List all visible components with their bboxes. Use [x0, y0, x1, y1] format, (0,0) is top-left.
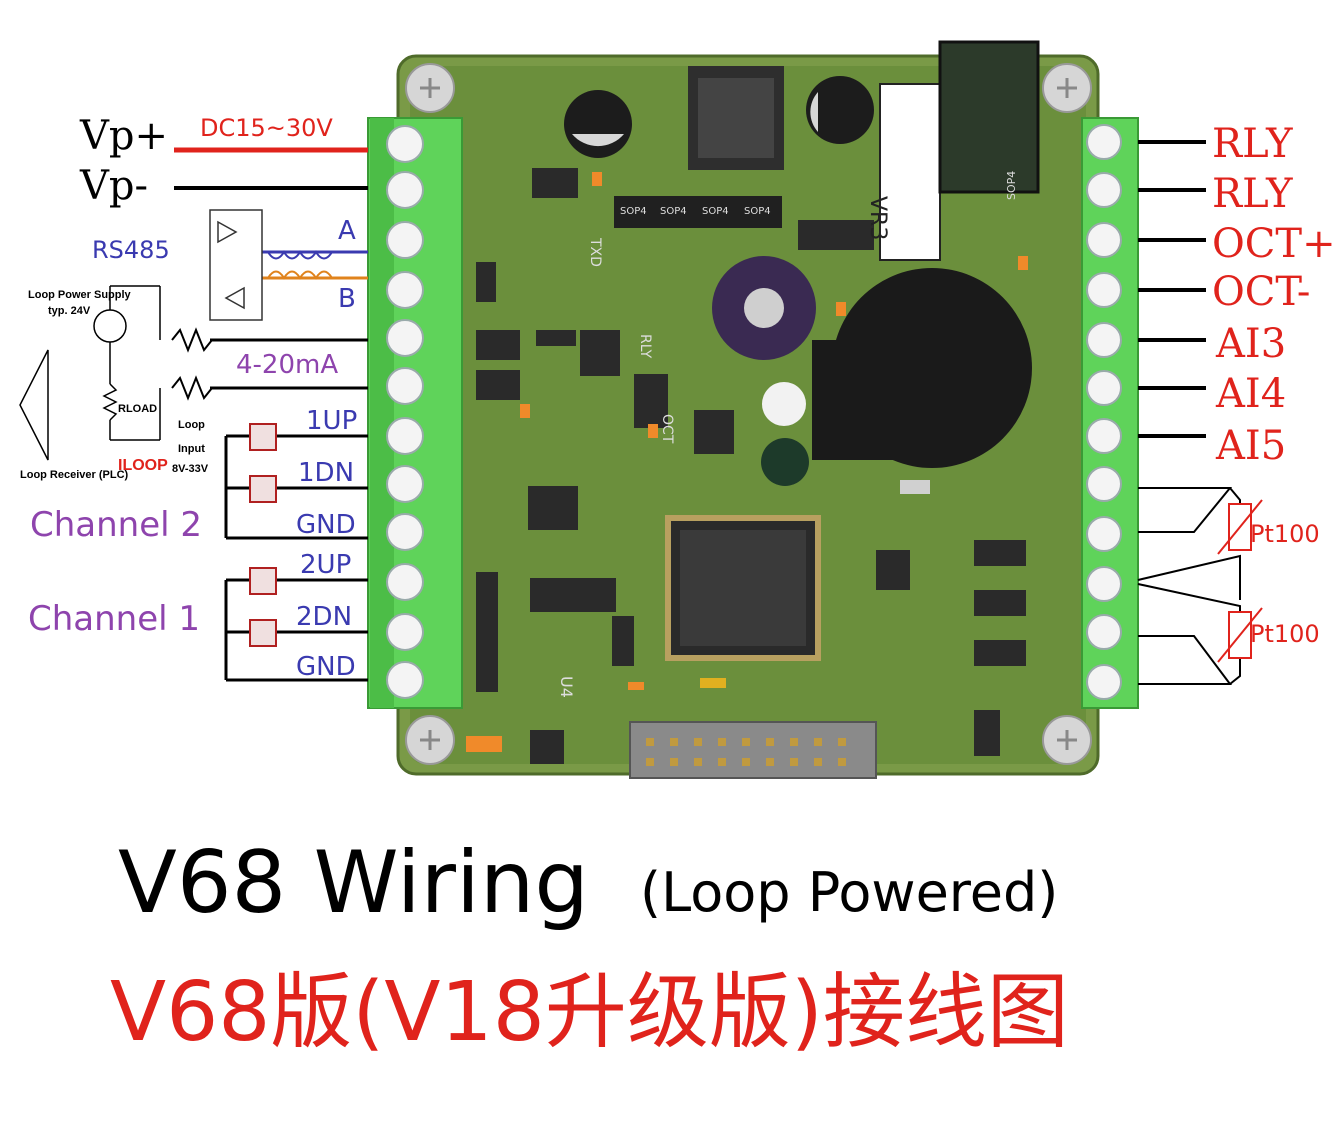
u4-silk-label: U4 — [557, 676, 576, 698]
pt100-2-label: Pt100 — [1250, 620, 1320, 648]
led-dark — [761, 438, 809, 486]
channel-sensors — [249, 423, 277, 647]
loop-receiver-label: Loop Receiver (PLC) — [20, 469, 129, 481]
bottom-header — [629, 721, 877, 779]
ch2-up-label: 1UP — [306, 406, 358, 436]
relay-block — [938, 40, 1040, 194]
loop-input-label-2: Input — [178, 443, 205, 455]
iloop-label: ILOOP — [118, 457, 168, 474]
title-english: V68 Wiring — [118, 833, 589, 933]
ai3-label: AI3 — [1216, 321, 1287, 367]
svg-text:SOP4: SOP4 — [702, 206, 729, 217]
loop-power-supply-label: Loop Power Supply — [28, 289, 131, 301]
ai4-label: AI4 — [1216, 371, 1287, 417]
left-terminal-block — [367, 117, 463, 709]
rly1-label: RLY — [1212, 121, 1293, 167]
rly-silk-label: RLY — [637, 334, 653, 359]
sop4-label-1: SOP4 — [620, 206, 647, 217]
txd-silk-label: TXD — [587, 238, 603, 267]
ai5-label: AI5 — [1216, 423, 1287, 469]
svg-text:SOP4: SOP4 — [660, 206, 687, 217]
sop4-silk-label: SOP4 — [1005, 170, 1018, 200]
rload-label: RLOAD — [118, 403, 158, 415]
loop-input-range-label: 8V-33V — [172, 463, 209, 475]
rs485-schematic — [209, 209, 263, 321]
vr3-block — [879, 83, 941, 261]
rs485-a-label: A — [338, 216, 356, 246]
oct-plus-label: OCT+ — [1212, 221, 1336, 267]
vp-plus-label: Vp+ — [80, 113, 169, 159]
right-terminal-block — [1081, 117, 1139, 709]
ic-small-1 — [476, 330, 520, 360]
channel2-label: Channel 2 — [30, 505, 203, 545]
title-chinese: V68版(V18升级版)接线图 — [110, 965, 1069, 1060]
title-english-sub: (Loop Powered) — [640, 861, 1059, 924]
rly2-label: RLY — [1212, 171, 1293, 217]
loop-power-typ-label: typ. 24V — [48, 305, 91, 317]
ch2-dn-label: 1DN — [298, 458, 355, 488]
ch1-dn-label: 2DN — [296, 602, 353, 632]
ch2-gnd-label: GND — [296, 510, 356, 540]
loop-input-label: Loop — [178, 419, 205, 431]
ch1-up-label: 2UP — [300, 550, 352, 580]
cap-right — [806, 76, 874, 144]
rs485-b-label: B — [338, 284, 356, 314]
dc-range-label: DC15~30V — [200, 114, 333, 142]
led-white — [762, 382, 806, 426]
pcb-board: SOP4 SOP4 SOP4 SOP4 — [396, 40, 1100, 779]
loop-current-label: 4-20mA — [236, 350, 339, 380]
right-wires — [1138, 140, 1206, 438]
channel1-label: Channel 1 — [28, 599, 201, 639]
cap-left — [564, 90, 632, 158]
pt100-symbols — [1217, 499, 1263, 663]
rs485-label: RS485 — [92, 236, 170, 264]
oct-silk-label: OCT — [659, 414, 675, 444]
svg-text:SOP4: SOP4 — [744, 206, 771, 217]
oct-minus-label: OCT- — [1212, 269, 1311, 315]
vr3-silk-label: VR3 — [865, 196, 890, 241]
vp-minus-label: Vp- — [80, 163, 149, 209]
ch1-gnd-label: GND — [296, 652, 356, 682]
sop4-row — [614, 196, 782, 228]
pt100-1-label: Pt100 — [1250, 520, 1320, 548]
loop-circuit — [19, 285, 161, 461]
